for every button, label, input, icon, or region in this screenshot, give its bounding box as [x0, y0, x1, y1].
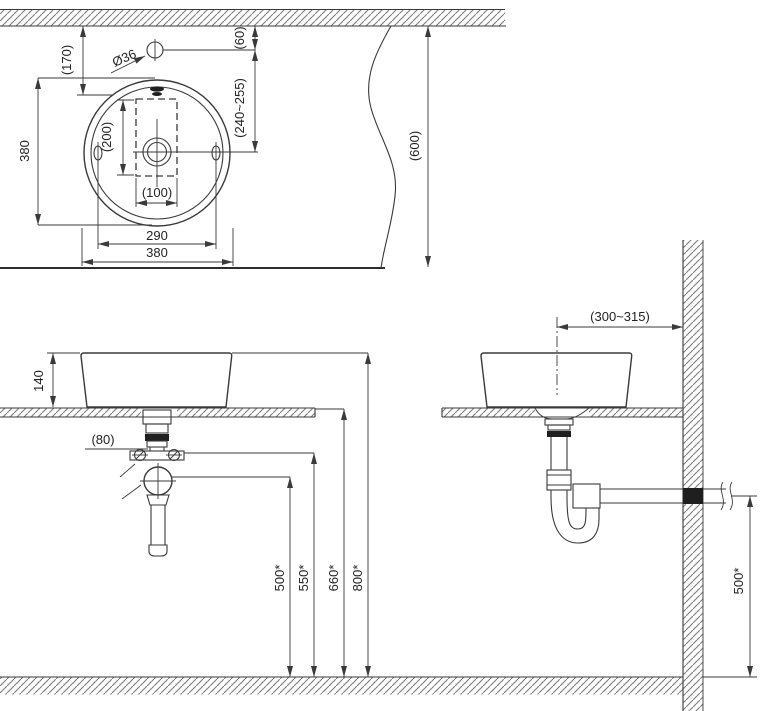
overflow-slot	[150, 86, 164, 96]
basin-front-outline	[80, 352, 233, 408]
dim-label-floor-to-trap: 500*	[272, 565, 287, 592]
wall-section-top	[0, 9, 506, 27]
waste-assembly-front	[119, 409, 185, 557]
dim-label-counter-depth: (600)	[407, 131, 422, 161]
front-view: 140	[0, 352, 371, 677]
mounting-template	[135, 98, 178, 177]
dim-label-basin-depth: 380	[17, 140, 32, 162]
bottle-trap	[140, 463, 176, 557]
dim-label-center-to-wall: (300~315)	[590, 309, 650, 324]
seal-ring	[145, 434, 169, 441]
waste-assembly-side	[544, 418, 683, 544]
fixing-hole-right	[211, 142, 221, 164]
dim-label-wall-to-template: (170)	[59, 45, 74, 75]
waste-pipe-stub	[703, 481, 733, 511]
dim-label-fixing-centers: 290	[146, 228, 168, 243]
side-view: (300~315)	[441, 240, 757, 711]
faucet-hole	[146, 39, 255, 61]
countertop-side	[441, 407, 683, 418]
dim-label-floor-to-counter: 660*	[326, 565, 341, 592]
fixing-hole-left	[93, 142, 103, 164]
faucet-leader-line	[110, 55, 146, 74]
break-wavy-line	[368, 25, 397, 269]
basin-outer-rim	[83, 79, 231, 227]
pipe-coupling	[546, 469, 572, 491]
p-trap-inner	[566, 496, 587, 530]
wall-section-right	[682, 240, 704, 711]
dim-label-basin-height: 140	[31, 370, 46, 392]
dim-label-template-width: (100)	[142, 185, 172, 200]
dim-label-basin-width: 380	[146, 245, 168, 260]
dim-label-waste-pipe: (80)	[91, 432, 114, 447]
leader-line-trap	[121, 484, 142, 500]
union-nut	[572, 483, 601, 509]
p-trap-outer	[550, 496, 600, 544]
basin-side-outline	[480, 352, 633, 408]
wall-pass-through	[683, 488, 703, 504]
dim-label-floor-to-wall-outlet: 500*	[731, 568, 746, 595]
drain-outlet	[133, 119, 258, 187]
dim-label-faucet-to-center: (240~255)	[232, 78, 247, 138]
floor-section	[0, 676, 683, 695]
dim-label-floor-to-outlet: 550*	[296, 565, 311, 592]
top-view: (600)	[0, 9, 506, 269]
wall-bracket	[129, 448, 185, 462]
dim-label-floor-to-rim: 800*	[350, 565, 365, 592]
leader-line-bracket	[119, 463, 136, 478]
countertop-front	[0, 407, 316, 418]
dim-label-template-length: (200)	[99, 122, 114, 152]
seal-ring-side	[547, 431, 571, 437]
dim-label-wall-to-faucet: (60)	[232, 26, 247, 49]
